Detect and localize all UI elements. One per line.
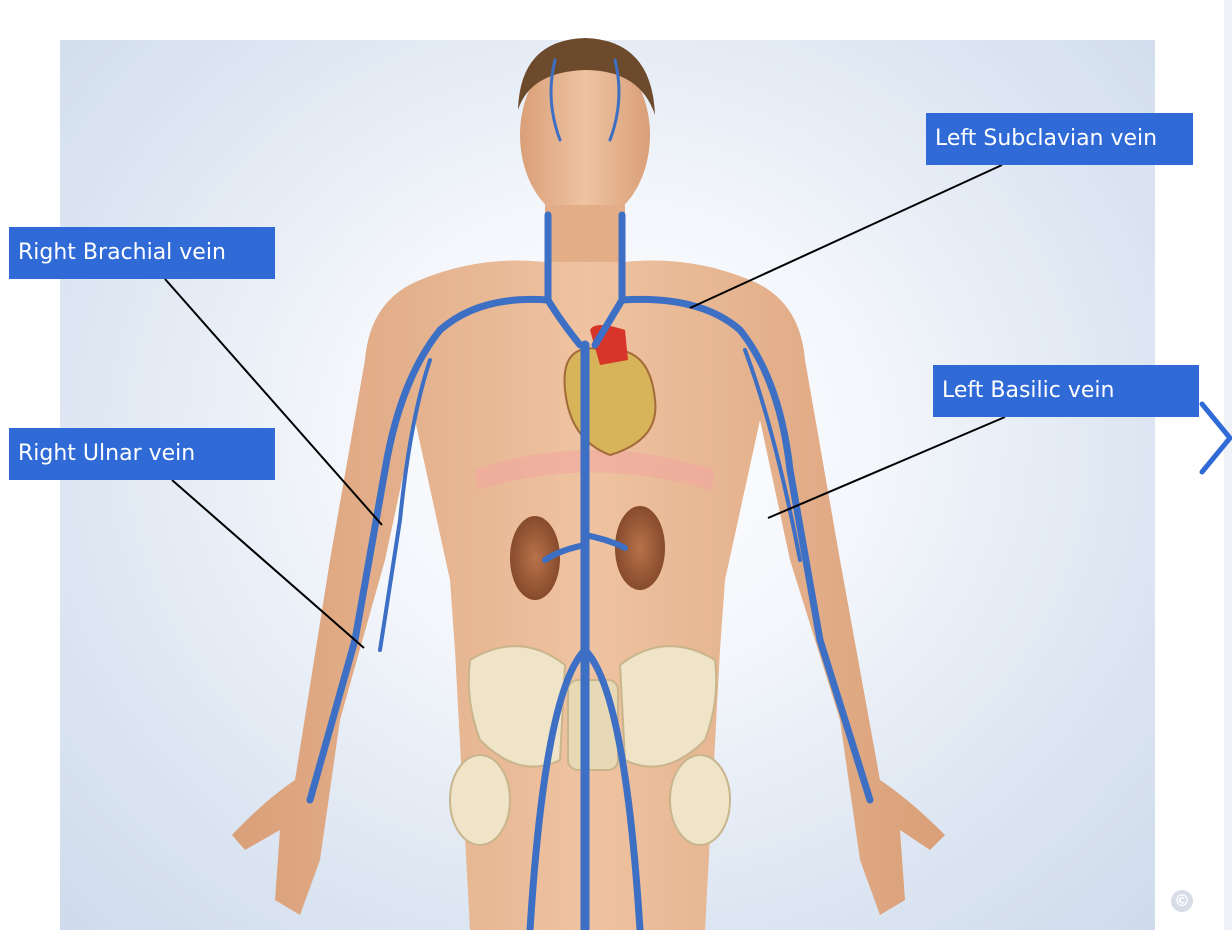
leader-right-brachial (164, 278, 383, 526)
veins (306, 58, 874, 930)
left-iliac-vein (581, 646, 644, 930)
right-edge-strip (1224, 0, 1232, 930)
leader-right-ulnar (171, 479, 365, 649)
facial-vein-right (549, 58, 562, 142)
right-kidney (510, 516, 560, 600)
left-renal-vein (582, 532, 628, 551)
leader-left-basilic (767, 416, 1006, 519)
leader-lines (164, 164, 1006, 649)
right-renal-vein (542, 542, 588, 563)
femur-right (449, 754, 511, 846)
femur-left (669, 754, 731, 846)
copyright-icon: © (1171, 890, 1193, 912)
chevron-right-icon[interactable] (1196, 398, 1232, 478)
right-iliac-vein (526, 646, 589, 930)
right-arm-vein-main (306, 295, 552, 804)
pelvis-left (618, 645, 718, 768)
label-left-basilic-vein[interactable]: Left Basilic vein (933, 365, 1199, 417)
label-left-subclavian-vein[interactable]: Left Subclavian vein (926, 113, 1193, 165)
left-arm-vein-main (618, 295, 874, 804)
left-basilic-branch (743, 348, 802, 562)
pelvis-right (467, 645, 567, 768)
diaphragm (475, 450, 715, 490)
neck (545, 205, 625, 270)
right-arm-vein-secondary (378, 358, 432, 652)
hair (518, 38, 655, 115)
label-right-ulnar-vein[interactable]: Right Ulnar vein (9, 428, 275, 480)
facial-vein-left (608, 58, 621, 142)
leader-left-subclavian (689, 164, 1003, 309)
label-right-brachial-vein[interactable]: Right Brachial vein (9, 227, 275, 279)
left-kidney (615, 506, 665, 590)
